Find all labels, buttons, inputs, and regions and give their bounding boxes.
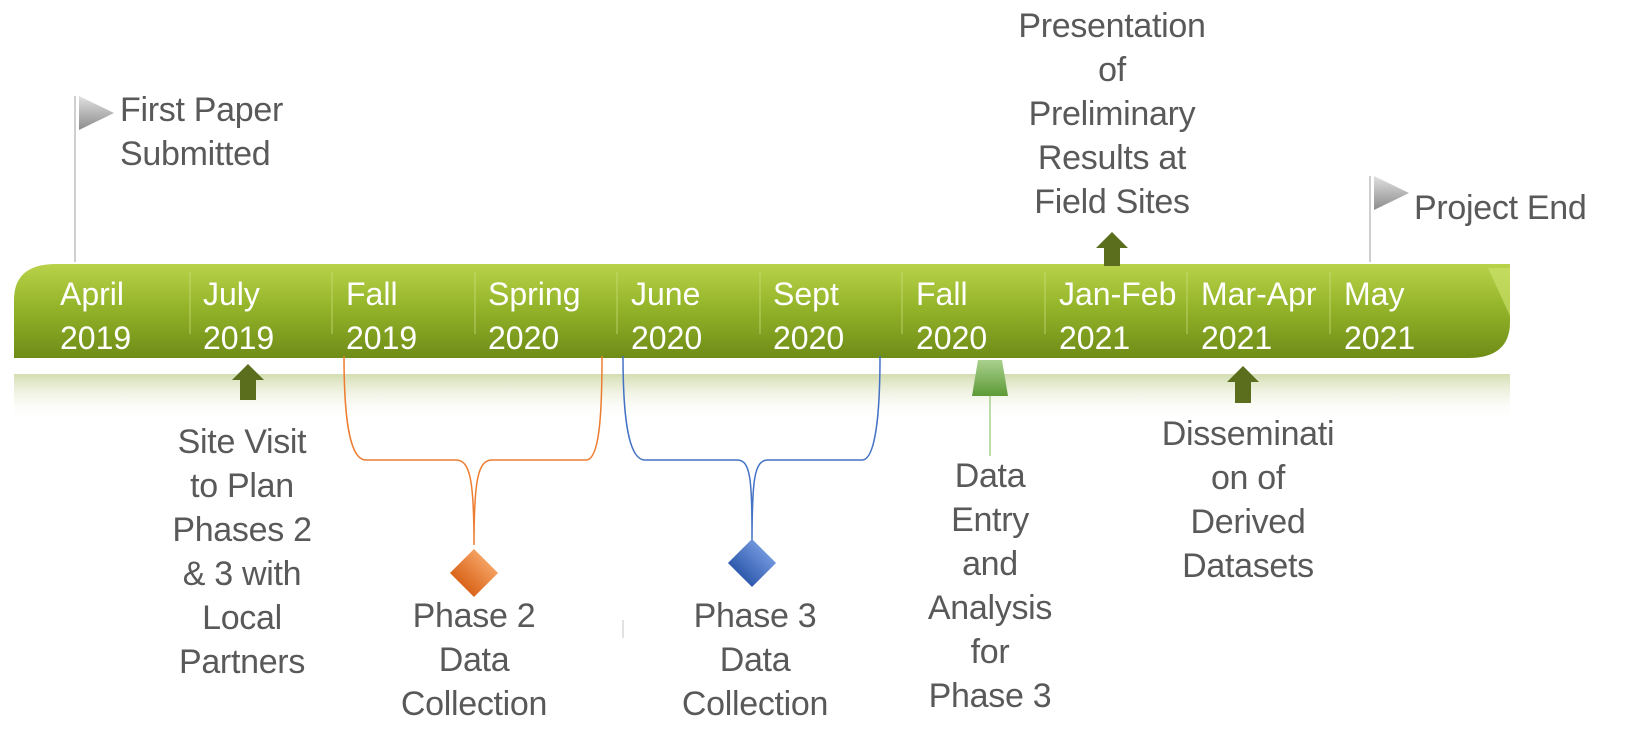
- phase3-diamond-icon: [727, 538, 777, 588]
- dissemination-arrow-icon: [1227, 366, 1259, 403]
- data-entry-marker-icon: [972, 360, 1008, 396]
- period-label: Sept 2020: [773, 276, 845, 356]
- period-label: July 2019: [203, 276, 275, 356]
- site-visit-arrow-icon: [232, 364, 264, 400]
- phase3-label: Phase 3 Data Collection: [681, 597, 829, 723]
- period-label: May 2021: [1344, 276, 1416, 356]
- period-label: Fall 2019: [346, 276, 418, 356]
- presentation-arrow-icon: [1096, 232, 1128, 266]
- period-label: April 2019: [60, 276, 132, 356]
- first-paper-label: First Paper Submitted: [120, 91, 283, 173]
- period-label: Fall 2020: [916, 276, 988, 356]
- phase2-label: Phase 2 Data Collection: [400, 597, 548, 723]
- dissemination-label: Disseminati on of Derived Datasets: [1161, 415, 1335, 585]
- presentation-label: Presentation of Preliminary Results at F…: [1018, 7, 1206, 221]
- data-entry-label: Data Entry and Analysis for Phase 3: [927, 457, 1053, 715]
- project-end-flag-icon: [1374, 176, 1409, 210]
- phase2-brace: [343, 355, 603, 546]
- bar-reflection: [14, 374, 1510, 420]
- phase2-diamond-icon: [449, 548, 499, 598]
- period-label: Mar-Apr 2021: [1201, 276, 1317, 356]
- period-label: Spring 2020: [488, 276, 581, 356]
- bar-end-highlight: [1488, 268, 1510, 316]
- period-dividers: [189, 272, 1331, 334]
- project-end-label: Project End: [1414, 189, 1587, 227]
- period-label: June 2020: [631, 276, 703, 356]
- first-paper-flag-icon: [79, 96, 114, 130]
- period-label: Jan-Feb 2021: [1059, 276, 1177, 356]
- timeline-bar: [14, 264, 1510, 358]
- site-visit-label: Site Visit to Plan Phases 2 & 3 with Loc…: [172, 423, 312, 681]
